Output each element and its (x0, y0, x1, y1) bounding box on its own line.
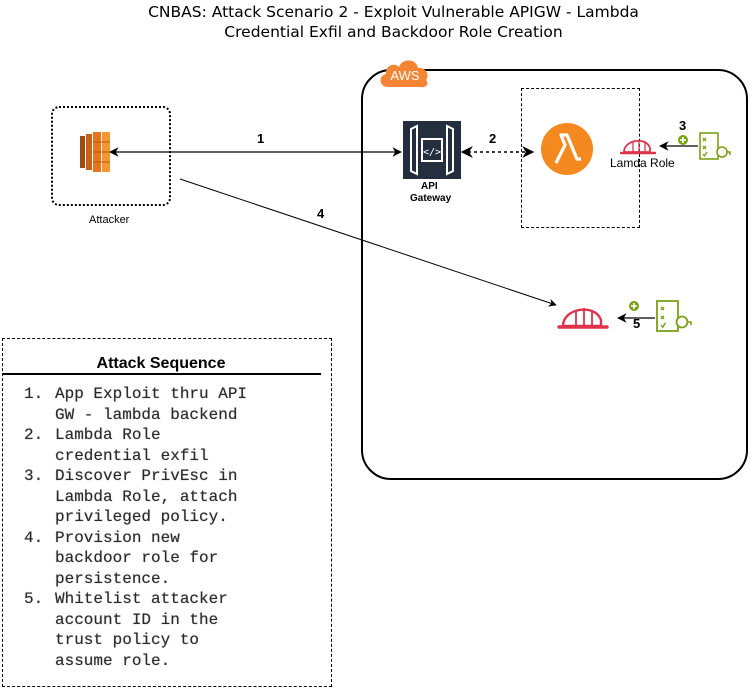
attack-sequence-title: Attack Sequence (96, 355, 226, 372)
list-item: 3.Discover PrivEsc in Lambda Role, attac… (24, 467, 238, 526)
list-item: 1.App Exploit thru API GW - lambda backe… (24, 385, 248, 424)
iam-policy-icon (699, 132, 731, 160)
arrow-step-4 (179, 178, 557, 307)
step-4-label: 4 (317, 206, 325, 221)
lambda-group-box (521, 88, 640, 228)
diagram-title: CNBAS: Attack Scenario 2 - Exploit Vulne… (0, 2, 752, 42)
lambda-role-label: Lamda Role (610, 156, 675, 170)
list-item: 5.Whitelist attacker account ID in the t… (24, 590, 228, 670)
svg-text:</>: </> (423, 147, 441, 158)
step-3-label: 3 (679, 118, 687, 133)
list-item: 4.Provision new backdoor role for persis… (24, 528, 219, 588)
aws-cloud-icon: AWS (380, 60, 428, 88)
aws-cloud-container (361, 69, 748, 480)
title-line-2: Credential Exfil and Backdoor Role Creat… (224, 23, 563, 41)
lambda-role-helmet-icon (620, 139, 656, 155)
backdoor-role-helmet-icon (557, 308, 609, 329)
lambda-icon (541, 123, 593, 175)
step-2-label: 2 (489, 131, 497, 146)
ec2-instance-icon (80, 132, 110, 172)
aws-badge-label: AWS (390, 68, 419, 83)
list-item: 2.Lambda Role credential exfil (24, 426, 209, 465)
attack-sequence-panel (2, 338, 332, 687)
add-trust-policy-plus-icon (629, 301, 639, 311)
step-1-label: 1 (257, 131, 265, 146)
title-line-1: CNBAS: Attack Scenario 2 - Exploit Vulne… (148, 3, 639, 21)
attack-sequence-list: 1.App Exploit thru API GW - lambda backe… (24, 384, 310, 671)
step-5-label: 5 (633, 316, 641, 331)
api-gateway-icon: </> (403, 121, 461, 179)
api-gateway-label-line-2: Gateway (410, 193, 452, 204)
attack-sequence-divider (2, 373, 321, 375)
trust-policy-icon (656, 300, 692, 332)
attacker-label: Attacker (89, 214, 130, 226)
add-policy-plus-icon (678, 135, 688, 145)
api-gateway-label-line-1: API (421, 181, 438, 192)
